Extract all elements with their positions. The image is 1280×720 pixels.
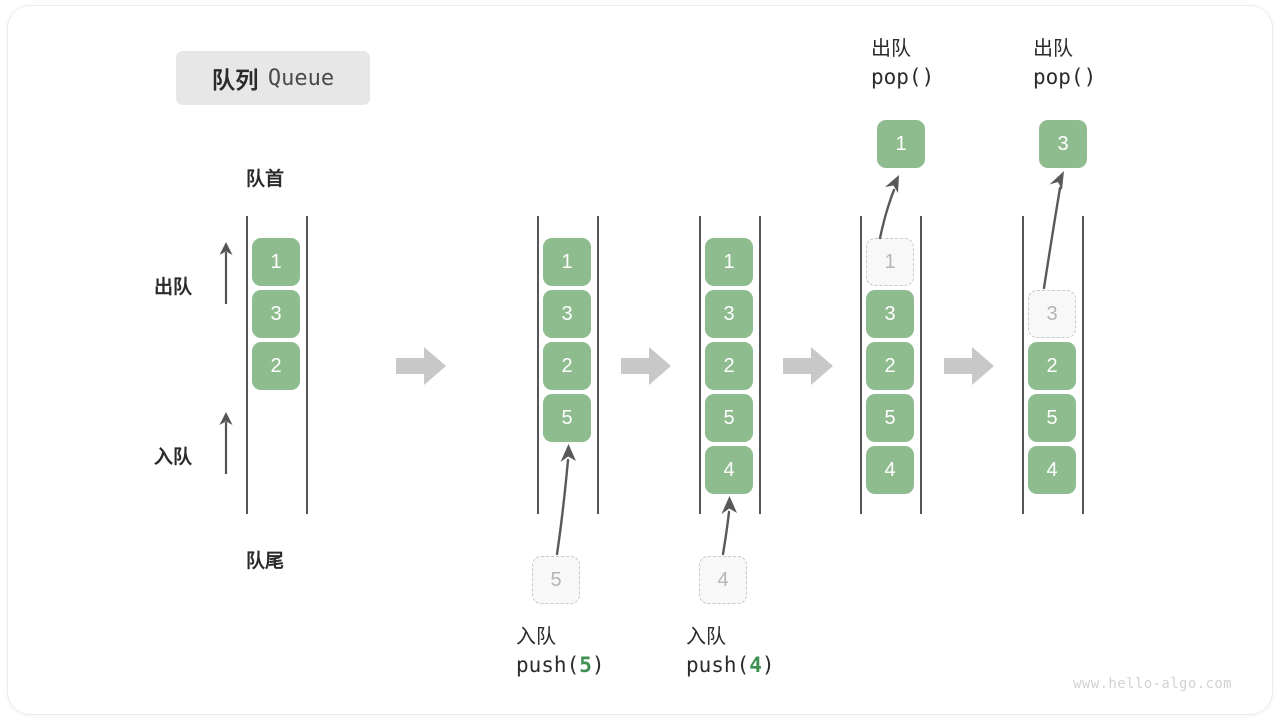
title-english: Queue [267, 65, 335, 91]
queue-element: 2 [1028, 342, 1076, 390]
popped-slot-ghost: 3 [1028, 290, 1076, 338]
queue-rail-left [246, 216, 248, 514]
queue-element: 5 [1028, 394, 1076, 442]
caption-chinese: 出队 [871, 38, 911, 60]
queue-element: 3 [543, 290, 591, 338]
queue-rail-right [920, 216, 922, 514]
queue-element: 4 [705, 446, 753, 494]
push-motion-arrow [721, 496, 737, 556]
queue-rail-right [597, 216, 599, 514]
watermark: www.hello-algo.com [1073, 676, 1232, 692]
queue-element: 3 [252, 290, 300, 338]
step-arrow-icon [783, 347, 833, 385]
popped-element: 1 [877, 120, 925, 168]
queue-back-label: 队尾 [246, 551, 285, 572]
caption-code-fn: push( [686, 653, 750, 677]
queue-front-label: 队首 [246, 169, 285, 190]
caption-chinese: 出队 [1033, 38, 1073, 60]
step-arrow-icon [944, 347, 994, 385]
caption-push-5: 入队 push(5) [516, 624, 605, 679]
enqueue-label: 入队 [154, 447, 193, 468]
caption-code-fn: pop( [871, 65, 922, 89]
pop-motion-arrow [1042, 171, 1064, 290]
step-arrow-icon [396, 347, 446, 385]
caption-push-4: 入队 push(4) [686, 624, 775, 679]
queue-element: 2 [252, 342, 300, 390]
popped-element: 3 [1039, 120, 1087, 168]
queue-element: 3 [705, 290, 753, 338]
queue-element: 1 [252, 238, 300, 286]
caption-code: push(5) [516, 651, 605, 679]
incoming-element-ghost: 5 [532, 556, 580, 604]
title-chinese: 队列 [211, 67, 259, 93]
queue-rail-right [1082, 216, 1084, 514]
caption-pop-1: 出队 pop() [871, 36, 934, 91]
queue-element: 1 [543, 238, 591, 286]
caption-code-close: ) [761, 653, 775, 677]
push-motion-arrow [555, 444, 576, 556]
queue-rail-left [860, 216, 862, 514]
popped-slot-ghost: 1 [866, 238, 914, 286]
queue-rail-left [537, 216, 539, 514]
caption-code-arg: 4 [749, 653, 762, 677]
caption-code-fn: pop( [1033, 65, 1084, 89]
dequeue-direction-arrow [219, 242, 233, 304]
caption-code: pop() [1033, 63, 1096, 91]
caption-chinese: 入队 [686, 626, 726, 648]
caption-code-close: ) [1083, 65, 1097, 89]
caption-code: pop() [871, 63, 934, 91]
queue-element: 1 [705, 238, 753, 286]
queue-rail-right [306, 216, 308, 514]
queue-element: 4 [866, 446, 914, 494]
queue-element: 2 [705, 342, 753, 390]
dequeue-label: 出队 [154, 277, 193, 298]
caption-pop-3: 出队 pop() [1033, 36, 1096, 91]
diagram-card: 队列 Queue 队首 队尾 出队 入队 1 3 2 1 3 2 5 5 [8, 6, 1272, 714]
queue-element: 2 [543, 342, 591, 390]
caption-code-close: ) [591, 653, 605, 677]
queue-element: 4 [1028, 446, 1076, 494]
queue-element: 5 [866, 394, 914, 442]
caption-code-fn: push( [516, 653, 580, 677]
pop-motion-arrow [878, 175, 899, 240]
queue-element: 2 [866, 342, 914, 390]
diagram-title-badge: 队列 Queue [176, 51, 370, 105]
queue-rail-left [1022, 216, 1024, 514]
caption-code: push(4) [686, 651, 775, 679]
queue-element: 5 [705, 394, 753, 442]
incoming-element-ghost: 4 [699, 556, 747, 604]
caption-code-arg: 5 [579, 653, 592, 677]
queue-rail-left [699, 216, 701, 514]
step-arrow-icon [621, 347, 671, 385]
enqueue-direction-arrow [219, 412, 233, 474]
caption-chinese: 入队 [516, 626, 556, 648]
queue-element: 5 [543, 394, 591, 442]
queue-rail-right [759, 216, 761, 514]
queue-element: 3 [866, 290, 914, 338]
caption-code-close: ) [921, 65, 935, 89]
